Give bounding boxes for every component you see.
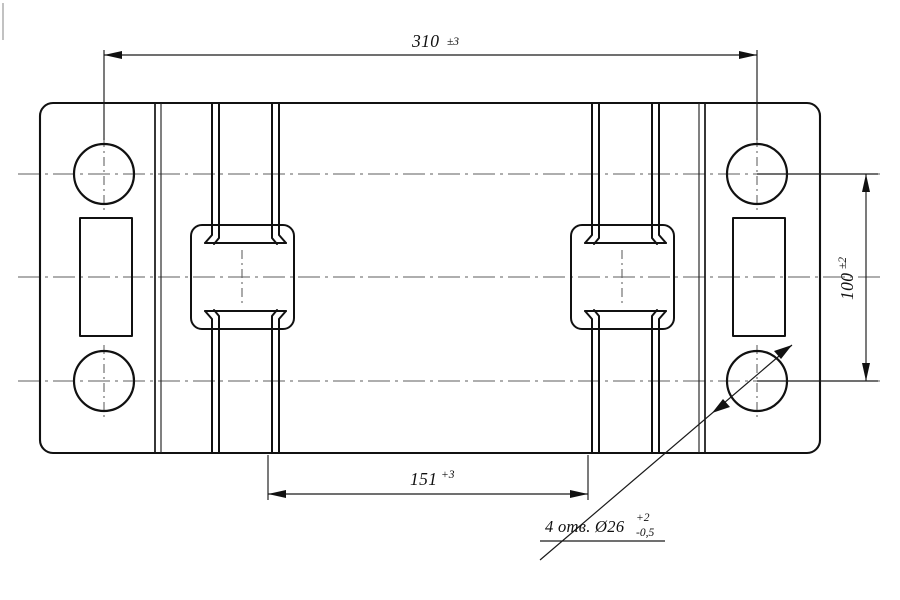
right-channel-lower-outer-left [584, 310, 593, 454]
leader-line-diagonal [539, 344, 793, 561]
left-channel-lower-outer-right [278, 310, 287, 454]
left-channel-lower-inner-right [271, 309, 278, 454]
left-pulley-feature [190, 102, 295, 454]
arrowhead-100-top [862, 174, 870, 192]
callout-tolerance-upper: +2 [636, 512, 650, 524]
left-boss-body [190, 224, 295, 330]
rib-lines-group [154, 103, 706, 453]
arrowhead-151-right [570, 490, 588, 498]
hole-top-left [72, 142, 136, 206]
dim-label-100: 100 [837, 273, 857, 300]
slot-left [79, 217, 133, 337]
leader-arrow-lower [712, 399, 730, 413]
right-pulley-feature [570, 102, 675, 454]
dimension-hole-spacing-width: 151 +3 [267, 455, 589, 500]
left-channel-lower-outer-left [204, 310, 213, 454]
arrowhead-310-left [104, 51, 122, 59]
left-channel-upper-outer-right [278, 102, 287, 244]
dimension-overall-width: 310 ±3 [103, 31, 758, 140]
callout-label-prefix: 4 отв. Ø26 [545, 517, 625, 536]
left-channel-lower-inner-left [213, 309, 220, 454]
hole-bottom-left [72, 349, 136, 413]
left-channel-upper-outer-left [204, 102, 213, 244]
dim-label-310: 310 [411, 31, 439, 51]
part-outline-group [38, 101, 822, 455]
arrowhead-151-left [268, 490, 286, 498]
dimension-overall-height: 100 ±2 [757, 173, 878, 382]
callout-tolerance-lower: -0,5 [636, 527, 654, 539]
dim-label-151: 151 [410, 469, 437, 489]
right-channel-upper-outer-left [584, 102, 593, 244]
arrowhead-100-bottom [862, 363, 870, 381]
dim-label-100-group: 100 ±2 [837, 257, 857, 300]
dim-tolerance-310: ±3 [447, 36, 459, 48]
arrowhead-310-right [739, 51, 757, 59]
dim-tolerance-151: +3 [441, 469, 455, 481]
leader-arrow-upper [774, 345, 792, 359]
right-channel-lower-outer-right [658, 310, 667, 454]
right-boss-body [570, 224, 675, 330]
dim-tolerance-100: ±2 [837, 257, 849, 269]
right-channel-lower-inner-left [593, 309, 600, 454]
plate-outline [38, 101, 822, 455]
hole-callout: 4 отв. Ø26 +2 -0,5 [539, 344, 793, 561]
slot-right [732, 217, 786, 337]
slots-group [79, 217, 786, 337]
centerlines-group [18, 138, 884, 419]
right-channel-upper-outer-right [658, 102, 667, 244]
right-channel-lower-inner-right [651, 309, 658, 454]
